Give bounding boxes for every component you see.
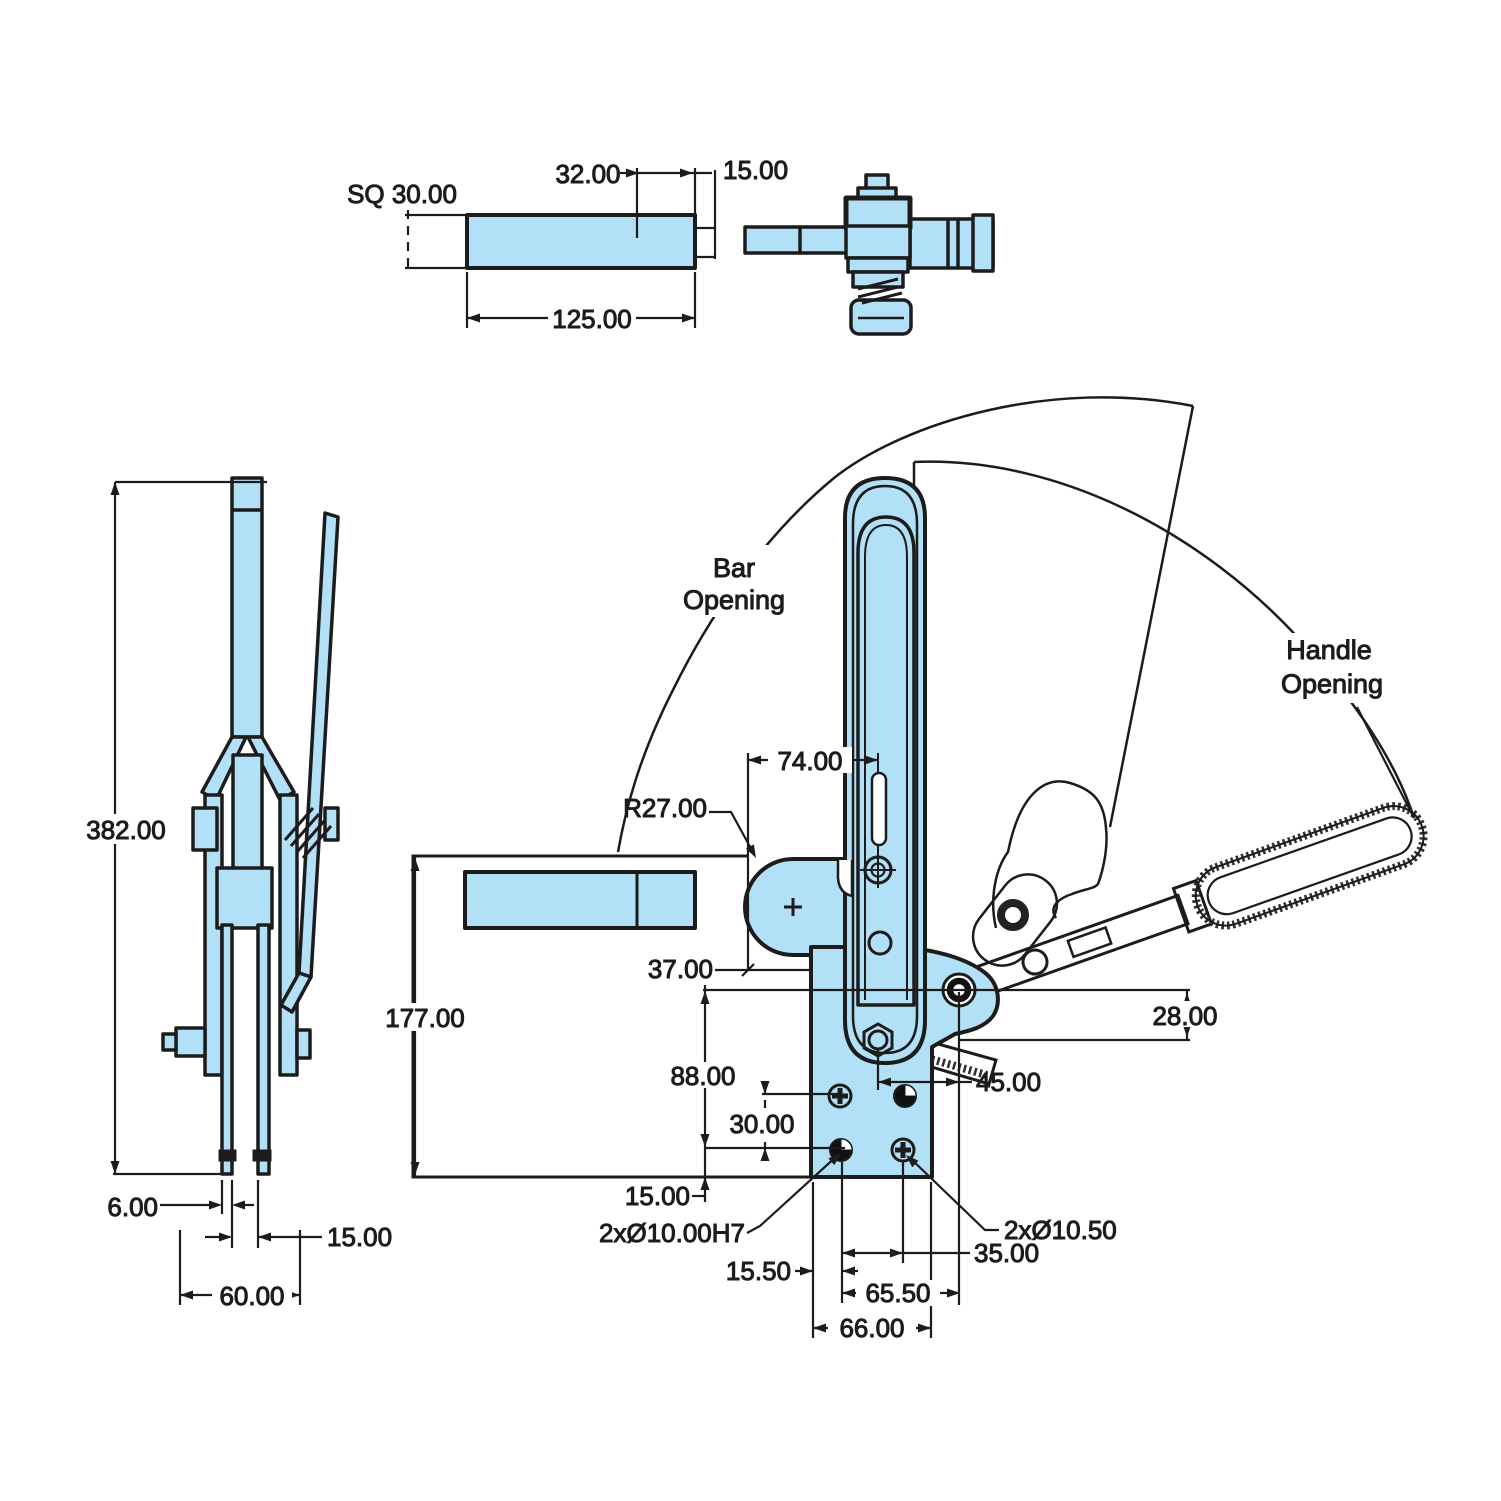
handle-opening-label-2: Opening bbox=[1281, 669, 1383, 699]
handle-opening-label-1: Handle bbox=[1286, 635, 1372, 665]
bar-top-view bbox=[465, 213, 697, 270]
handle-hole bbox=[1021, 948, 1049, 976]
bar-section bbox=[463, 870, 697, 930]
spring-plan bbox=[857, 277, 903, 305]
spring-side bbox=[283, 807, 333, 859]
dim-hole-spacing-v: 30.00 bbox=[729, 1109, 794, 1139]
labels: Bar Opening Handle Opening SQ 30.00 32.0… bbox=[84, 155, 1392, 1344]
ghost-lug bbox=[971, 873, 1059, 967]
plan-view bbox=[743, 173, 995, 336]
dim-holes-clearance: 2xØ10.50 bbox=[1004, 1215, 1117, 1245]
side-view bbox=[161, 476, 340, 1176]
opening-arcs bbox=[616, 396, 1416, 967]
link-hole bbox=[867, 930, 893, 956]
arrowheads bbox=[110, 168, 1192, 1333]
bar-opening-label-2: Opening bbox=[683, 585, 785, 615]
dim-overall-height: 382.00 bbox=[86, 815, 166, 845]
dim-sq-bar: SQ 30.00 bbox=[347, 179, 457, 209]
ghost-handle-edge bbox=[1108, 405, 1195, 828]
side-view-details bbox=[218, 277, 903, 1162]
adjust-slot bbox=[870, 771, 888, 847]
dim-base-width: 60.00 bbox=[219, 1281, 284, 1311]
dim-slot-depth: 15.00 bbox=[723, 155, 788, 185]
dim-slot-length: 32.00 bbox=[555, 159, 620, 189]
clamp-parts bbox=[161, 173, 1000, 1179]
dim-hole-bottom-offset: 15.00 bbox=[625, 1181, 690, 1211]
dim-bar-offset: 74.00 bbox=[777, 746, 842, 776]
dim-hole-span: 65.50 bbox=[865, 1278, 930, 1308]
dim-prong-width: 6.00 bbox=[107, 1192, 158, 1222]
dim-plate-width: 66.00 bbox=[839, 1313, 904, 1343]
dim-box-height: 177.00 bbox=[385, 1003, 465, 1033]
dimension-lines bbox=[113, 168, 1415, 1338]
dim-pivot-height: 88.00 bbox=[670, 1061, 735, 1091]
handle-slot bbox=[1066, 925, 1113, 959]
bar-opening-label-1: Bar bbox=[713, 553, 755, 583]
dim-datum-offset: 37.00 bbox=[648, 954, 713, 984]
dim-radius: R27.00 bbox=[623, 793, 707, 823]
ghost-pivot-hole bbox=[997, 899, 1029, 931]
ghost-arm-outline bbox=[991, 780, 1108, 929]
side-handle bbox=[297, 511, 340, 979]
dim-holes-fit: 2xØ10.00H7 bbox=[599, 1218, 745, 1248]
dim-pin-offset: 45.00 bbox=[976, 1067, 1041, 1097]
dim-edge-offset: 15.50 bbox=[726, 1256, 791, 1286]
dim-prong-gap: 15.00 bbox=[327, 1222, 392, 1252]
dim-bar-length: 125.00 bbox=[552, 304, 632, 334]
dim-hole-spacing-h: 35.00 bbox=[974, 1238, 1039, 1268]
dim-handle-drop: 28.00 bbox=[1152, 1001, 1217, 1031]
